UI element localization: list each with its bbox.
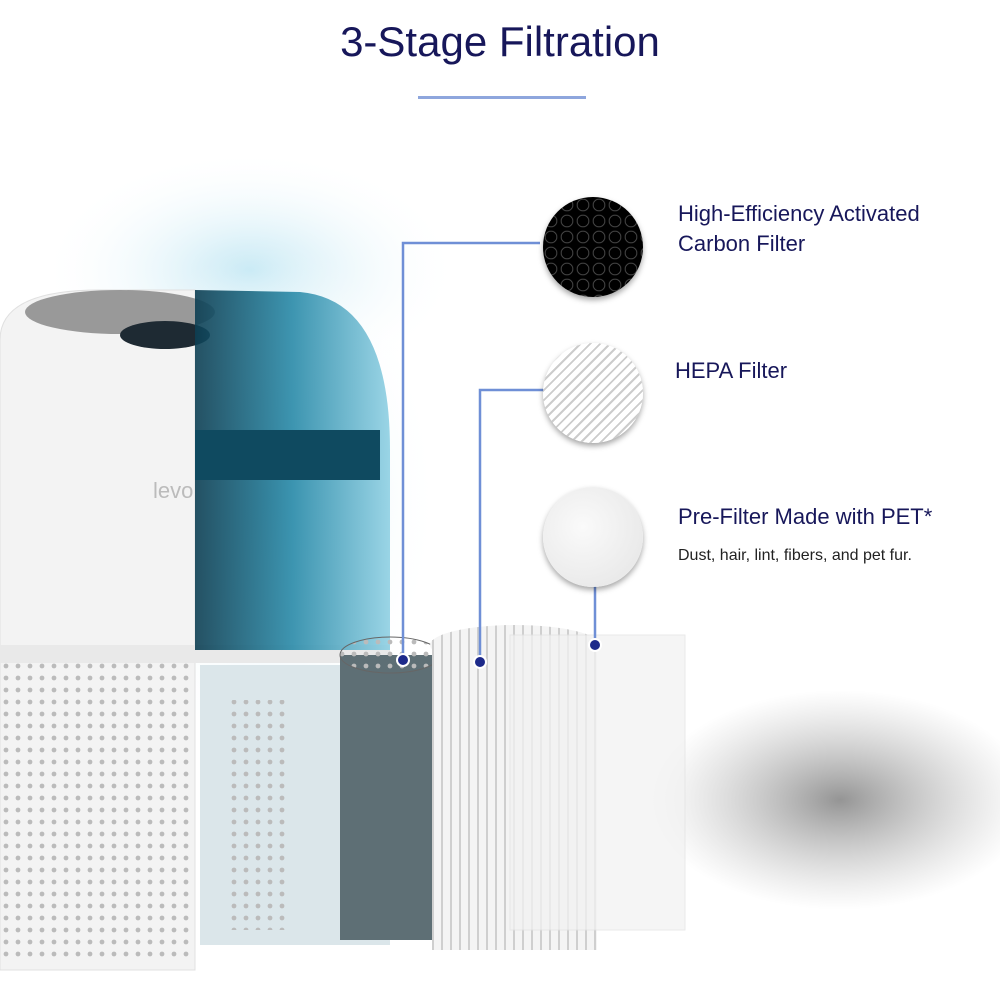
prefilter-description: Dust, hair, lint, fibers, and pet fur. [678, 547, 912, 564]
leader-line-hepa [478, 388, 545, 662]
control-panel [120, 321, 210, 349]
carbon-label-line1: High-Efficiency Activated [678, 201, 920, 226]
stage-label-carbon: High-Efficiency Activated Carbon Filter [678, 199, 920, 259]
prefilter-fiber-icon [543, 487, 643, 587]
leader-dot-carbon [396, 653, 410, 667]
carbon-filter [340, 655, 435, 940]
svg-text:levo: levo [153, 478, 193, 503]
leader-dot-hepa [473, 655, 487, 669]
leader-line-carbon [401, 241, 540, 660]
pre-filter [509, 634, 686, 931]
hepa-pleats-icon [543, 343, 643, 443]
title-underline [418, 96, 586, 99]
page-title: 3-Stage Filtration [340, 18, 660, 65]
smoke-cloud [650, 690, 1000, 910]
stage-label-prefilter: Pre-Filter Made with PET* [678, 504, 933, 529]
leader-dot-prefilter [588, 638, 602, 652]
carbon-honeycomb-icon [543, 197, 643, 297]
carbon-label-line2: Carbon Filter [678, 231, 806, 256]
stage-label-hepa: HEPA Filter [675, 358, 788, 383]
